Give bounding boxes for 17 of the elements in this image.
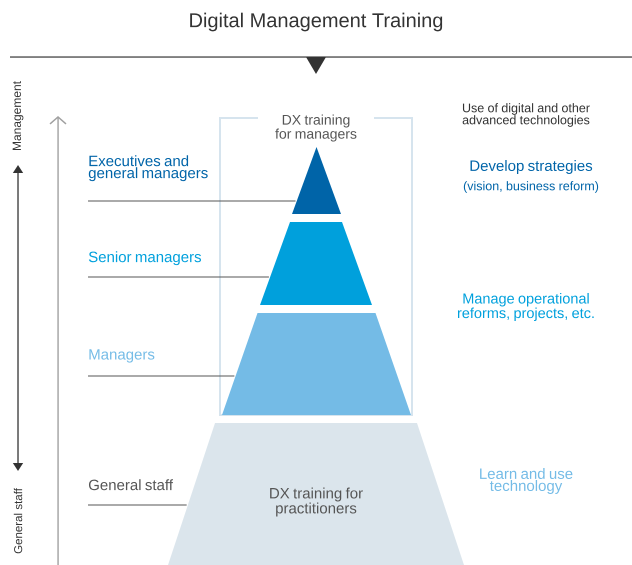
note-text: Develop strategies [470,160,592,174]
note-text: (vision, business reform) [464,181,598,193]
note-text: Use of digital and other advanced technologies [462,103,590,127]
title: Digital Management Training [190,12,442,32]
tier-label: Senior managers [88,251,202,266]
tier-label: Managers [89,349,154,363]
rotated-label: Management [12,81,24,150]
note-text: Manage operational reforms, projects, etc. [458,292,594,322]
leader-line [88,200,296,202]
pyramid-tier [222,313,411,415]
leader-line [88,504,188,506]
rotated-label: General staff [14,488,22,554]
note-text: Learn and use technology [480,468,572,494]
pyramid-tier [260,222,372,305]
pyramid-tier [292,147,341,214]
tier-label: Executives and general managers [88,155,208,182]
leader-line [88,276,270,278]
